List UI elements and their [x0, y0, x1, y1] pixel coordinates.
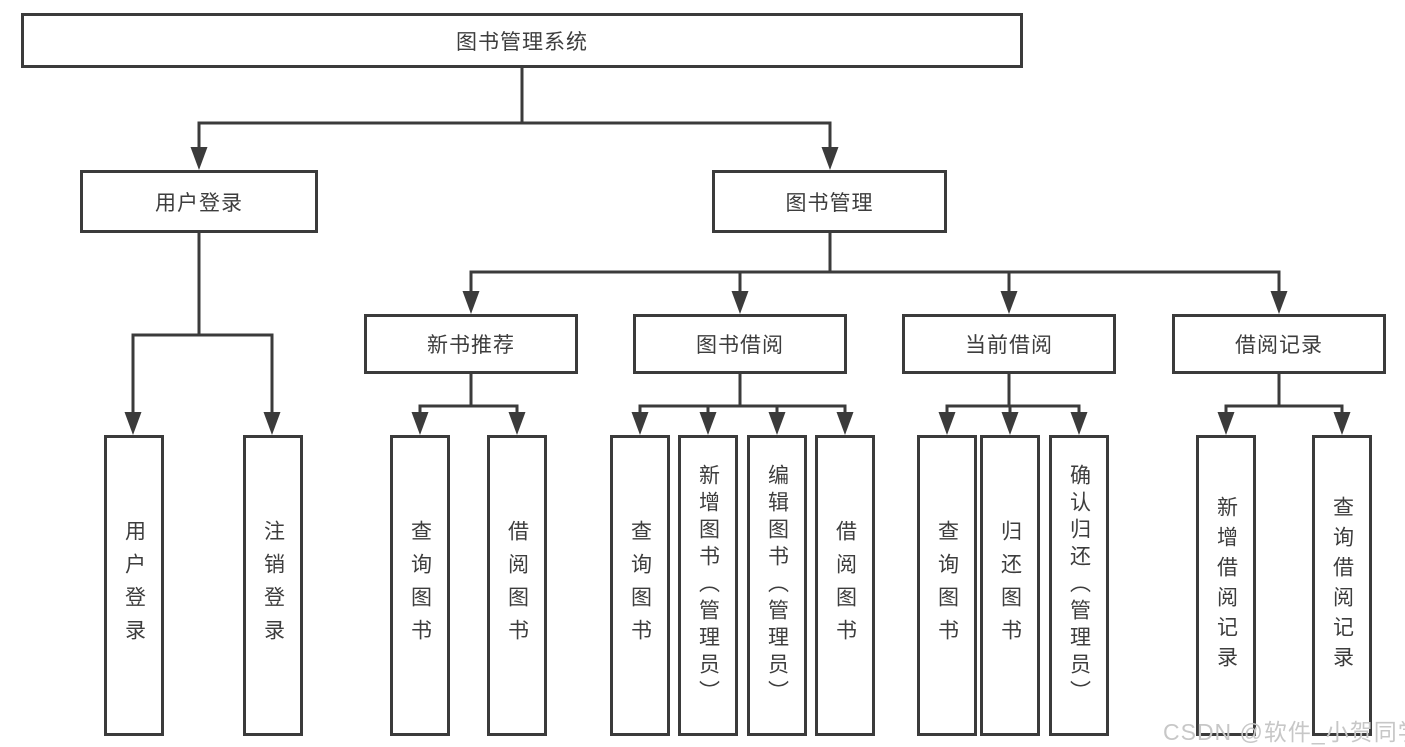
leaf-confirm-return-admin: 确认归还（管理员） [1049, 435, 1109, 736]
leaf-add-book-admin: 新增图书（管理员） [678, 435, 738, 736]
node-library-management-system: 图书管理系统 [21, 13, 1023, 68]
leaf-query-books-borrow: 查询图书 [610, 435, 670, 736]
leaf-label: 查询图书 [935, 519, 959, 652]
leaf-logout: 注销登录 [243, 435, 303, 736]
watermark: CSDN @软件_小贺同学 [1163, 719, 1405, 745]
leaf-add-borrow-record: 新增借阅记录 [1196, 435, 1256, 736]
node-current-borrowing: 当前借阅 [902, 314, 1116, 374]
leaf-query-books-recommend: 查询图书 [390, 435, 450, 736]
leaf-query-borrow-record: 查询借阅记录 [1312, 435, 1372, 736]
leaf-label: 新增图书（管理员） [696, 464, 720, 707]
node-new-book-recommendation: 新书推荐 [364, 314, 578, 374]
node-borrowing-records: 借阅记录 [1172, 314, 1386, 374]
leaf-edit-book-admin: 编辑图书（管理员） [747, 435, 807, 736]
leaf-label: 新增借阅记录 [1214, 495, 1238, 676]
leaf-label: 用户登录 [122, 519, 146, 652]
leaf-borrow-books-recommend: 借阅图书 [487, 435, 547, 736]
leaf-user-login: 用户登录 [104, 435, 164, 736]
leaf-label: 借阅图书 [505, 519, 529, 652]
leaf-label: 归还图书 [998, 519, 1022, 652]
leaf-label: 注销登录 [261, 519, 285, 652]
leaf-label: 借阅图书 [833, 519, 857, 652]
leaf-label: 查询图书 [628, 519, 652, 652]
leaf-label: 查询借阅记录 [1330, 495, 1354, 676]
leaf-label: 查询图书 [408, 519, 432, 652]
leaf-label: 编辑图书（管理员） [765, 464, 789, 707]
leaf-query-books-current: 查询图书 [917, 435, 977, 736]
leaf-label: 确认归还（管理员） [1067, 464, 1091, 707]
leaf-return-book: 归还图书 [980, 435, 1040, 736]
node-book-borrowing: 图书借阅 [633, 314, 847, 374]
leaf-borrow-books: 借阅图书 [815, 435, 875, 736]
node-book-management: 图书管理 [712, 170, 947, 233]
node-user-login: 用户登录 [80, 170, 318, 233]
